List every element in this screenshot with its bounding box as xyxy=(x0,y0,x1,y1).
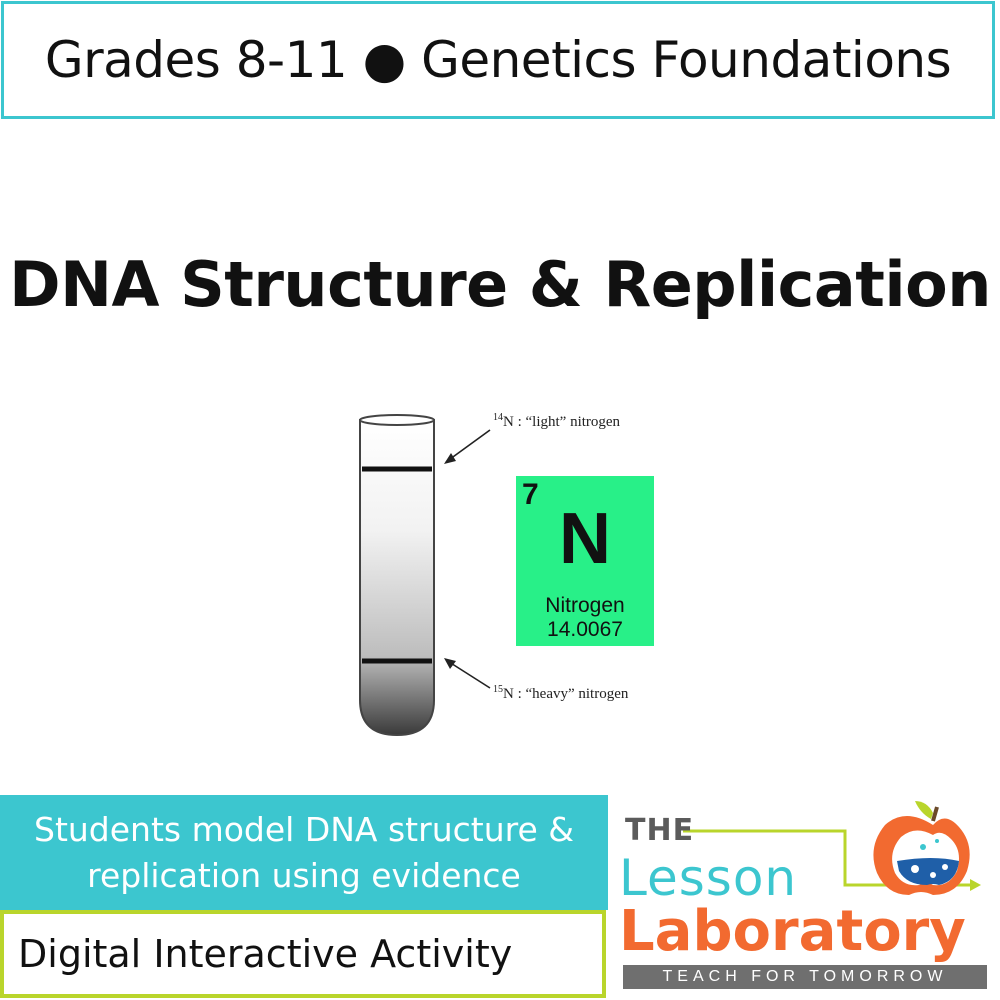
logo-the-text: THE xyxy=(625,813,695,848)
atomic-mass: 14.0067 xyxy=(547,618,623,641)
test-tube xyxy=(359,414,435,737)
logo-laboratory-text: Laboratory xyxy=(619,899,966,964)
logo-graphics xyxy=(683,801,981,895)
element-name: Nitrogen xyxy=(545,594,625,617)
apple-flask-icon xyxy=(873,801,970,895)
logo-lesson-text: Lesson xyxy=(619,849,798,907)
description-line-2: replication using evidence xyxy=(87,855,521,895)
heavy-nitrogen-label: 15N : “heavy” nitrogen xyxy=(493,684,629,702)
light-nitrogen-label: 14N : “light” nitrogen xyxy=(493,412,621,430)
banner-text: Grades 8-11 ● Genetics Foundations xyxy=(44,31,952,89)
activity-type-label: Digital Interactive Activity xyxy=(18,932,513,976)
heavy-isotope-number: 15 xyxy=(493,684,503,695)
heavy-arrow xyxy=(444,658,491,689)
atomic-number: 7 xyxy=(522,478,539,511)
activity-type-box: Digital Interactive Activity xyxy=(0,910,606,998)
lesson-laboratory-logo: THE Lesson Laboratory TEACH FOR TOMORROW xyxy=(615,795,1000,1000)
grade-subject-banner: Grades 8-11 ● Genetics Foundations xyxy=(1,1,995,119)
element-symbol: N xyxy=(559,499,611,579)
page-title: DNA Structure & Replication xyxy=(9,248,991,321)
light-arrow xyxy=(444,429,491,464)
logo-tagline: TEACH FOR TOMORROW xyxy=(623,965,987,989)
nitrogen-element-tile: 7 N Nitrogen 14.0067 xyxy=(516,476,654,646)
description-box: Students model DNA structure & replicati… xyxy=(0,795,608,910)
light-isotope-number: 14 xyxy=(493,412,503,423)
description-line-1: Students model DNA structure & xyxy=(34,809,574,849)
